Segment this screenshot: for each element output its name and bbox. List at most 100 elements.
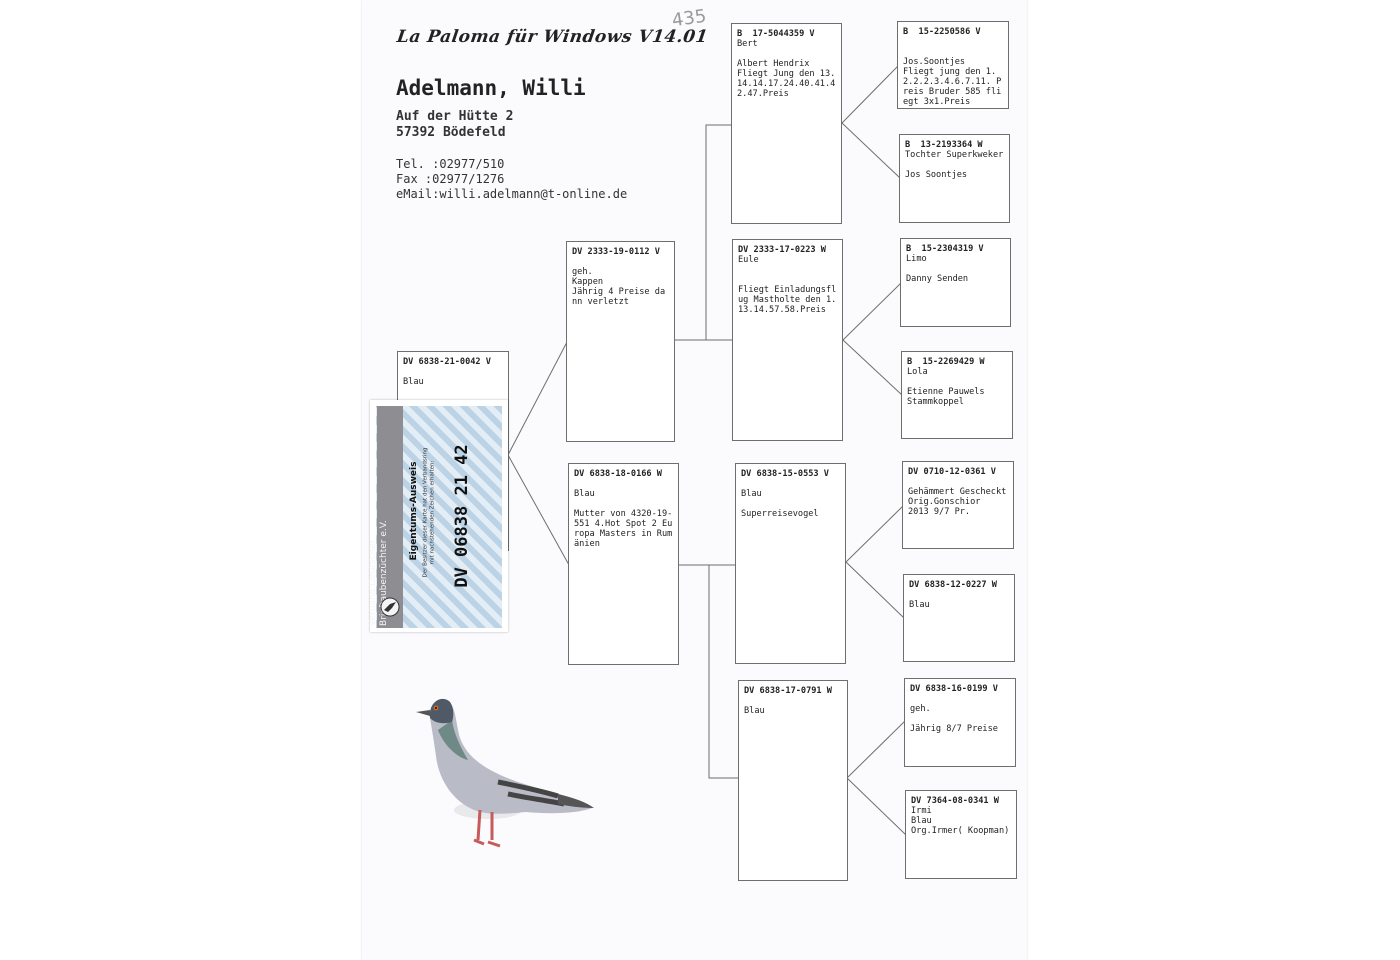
pedigree-text-line: Blau xyxy=(911,816,932,826)
ring-number: DV 2333-19-0112 V xyxy=(572,247,660,257)
connector-subject-mother xyxy=(507,454,570,566)
blank-line xyxy=(909,590,1009,600)
blank-line xyxy=(903,47,1003,57)
connector-fm-fmf xyxy=(842,282,902,341)
connector-father-ff xyxy=(648,124,733,341)
connector-mf-mfm xyxy=(845,561,905,619)
pedigree-text-line: Kappen xyxy=(572,277,604,287)
pedigree-text-line: Jährig 4 Preise dann verletzt xyxy=(572,287,666,307)
card-ring-number: DV 06838 21 42 xyxy=(452,444,472,588)
pedigree-text-line: Blau xyxy=(574,489,595,499)
pedigree-box-mmf: DV 6838-16-0199 V geh. Jährig 8/7 Preise xyxy=(904,678,1016,767)
card-verband-line1: Verband Deutscher xyxy=(368,539,378,626)
blank-line xyxy=(738,275,837,285)
ring-number: DV 6838-17-0791 W xyxy=(744,686,832,696)
blank-line xyxy=(737,49,836,59)
card-small-text: Der Besitzer dieser Karte hat den Verban… xyxy=(423,423,436,603)
pedigree-text-line: Tochter Superkweker xyxy=(905,150,1004,160)
card-title: Eigentums-Ausweis xyxy=(409,461,419,561)
pigeon-logo-icon xyxy=(380,597,400,617)
pedigree-text-line: Mutter von 4320-19-551 4.Hot Spot 2 Euro… xyxy=(574,509,673,549)
pedigree-text-line: geh. xyxy=(910,704,931,714)
owner-fax: Fax :02977/1276 xyxy=(396,172,505,186)
blank-line xyxy=(907,377,1007,387)
connector-mf-mff xyxy=(845,505,904,563)
pigeon-illustration xyxy=(416,698,594,848)
pedigree-text-line: Fliegt jung den 1.2.2.2.3.4.6.7.11. Prei… xyxy=(903,67,1002,107)
blank-line xyxy=(574,479,673,489)
blank-line xyxy=(741,499,840,509)
blank-line xyxy=(744,696,842,706)
pedigree-text-line: Jährig 8/7 Preise xyxy=(910,724,998,734)
blank-line xyxy=(903,37,1003,47)
blank-line xyxy=(574,499,673,509)
blank-line xyxy=(572,257,669,267)
ring-number: DV 6838-12-0227 W xyxy=(909,580,997,590)
pedigree-text-line: Blau xyxy=(741,489,762,499)
pedigree-text-line: Gehämmert Gescheckt xyxy=(908,487,1007,497)
ring-number: DV 6838-18-0166 W xyxy=(574,469,662,479)
pedigree-text-line: Danny Senden xyxy=(906,274,969,284)
blank-line xyxy=(910,694,1010,704)
ring-number: DV 2333-17-0223 W xyxy=(738,245,826,255)
pedigree-text-line: Blau xyxy=(909,600,930,610)
ring-number: DV 6838-16-0199 V xyxy=(910,684,998,694)
ring-number: B 15-2269429 W xyxy=(907,357,985,367)
card-strip xyxy=(377,406,403,628)
card-small-line2: mit nachstehenden Zeichen erhalten: xyxy=(429,460,435,565)
pedigree-text-line: geh. xyxy=(572,267,593,277)
pedigree-text-line: 2013 9/7 Pr. xyxy=(908,507,971,517)
card-verband-line2: Brieftaubenzüchter e.V. xyxy=(379,520,389,626)
blank-line xyxy=(906,264,1005,274)
ring-number: DV 7364-08-0341 W xyxy=(911,796,999,806)
pedigree-text-line: Albert Hendrix xyxy=(737,59,810,69)
pedigree-text-line: Fliegt Einladungsflug Mastholte den 1.13… xyxy=(738,285,837,315)
connector-mm-mmf xyxy=(846,720,906,779)
pedigree-text-line: Fliegt Jung den 13.14.14.17.24.40.41.42.… xyxy=(737,69,836,99)
connector-mm-mmm xyxy=(846,777,907,836)
pedigree-text-line: Lola xyxy=(907,367,928,377)
blank-line xyxy=(910,714,1010,724)
connector-ff-fff xyxy=(841,65,899,124)
pedigree-box-mfm: DV 6838-12-0227 W Blau xyxy=(903,574,1015,662)
connector-ff-ffm xyxy=(841,122,901,179)
blank-line xyxy=(738,265,837,275)
blank-line xyxy=(908,477,1008,487)
pedigree-text-line: Eule xyxy=(738,255,759,265)
pedigree-text-line: Limo xyxy=(906,254,927,264)
connector-mother-mm xyxy=(651,564,738,779)
blank-line xyxy=(741,479,840,489)
pedigree-text-line: Jos.Soontjes xyxy=(903,57,966,67)
pedigree-text-line: Orig.Gonschior xyxy=(908,497,981,507)
ring-number: DV 6838-21-0042 V xyxy=(403,357,491,367)
owner-city: 57392 Bödefeld xyxy=(396,125,506,140)
ring-number: B 17-5044359 V xyxy=(737,29,815,39)
card-small-line1: Der Besitzer dieser Karte hat den Verban… xyxy=(422,447,429,578)
ring-number: DV 0710-12-0361 V xyxy=(908,467,996,477)
connector-subject-father xyxy=(507,341,568,456)
owner-name: Adelmann, Willi xyxy=(396,76,586,100)
ring-number: B 13-2193364 W xyxy=(905,140,983,150)
pedigree-text-line: Blau xyxy=(403,377,424,387)
blank-line xyxy=(403,367,503,377)
owner-email: eMail:willi.adelmann@t-online.de xyxy=(396,187,628,201)
blank-line xyxy=(905,160,1004,170)
pedigree-text-line: Jos Soontjes xyxy=(905,170,968,180)
pedigree-text-line: Org.Irmer( Koopman) xyxy=(911,826,1010,836)
ring-number: B 15-2304319 V xyxy=(906,244,984,254)
ring-number: B 15-2250586 V xyxy=(903,27,981,37)
pedigree-text-line: Stammkoppel xyxy=(907,397,964,407)
card-verband-text: Verband Deutscher Brieftaubenzüchter e.V… xyxy=(368,404,398,626)
pedigree-text-line: Irmi xyxy=(911,806,932,816)
